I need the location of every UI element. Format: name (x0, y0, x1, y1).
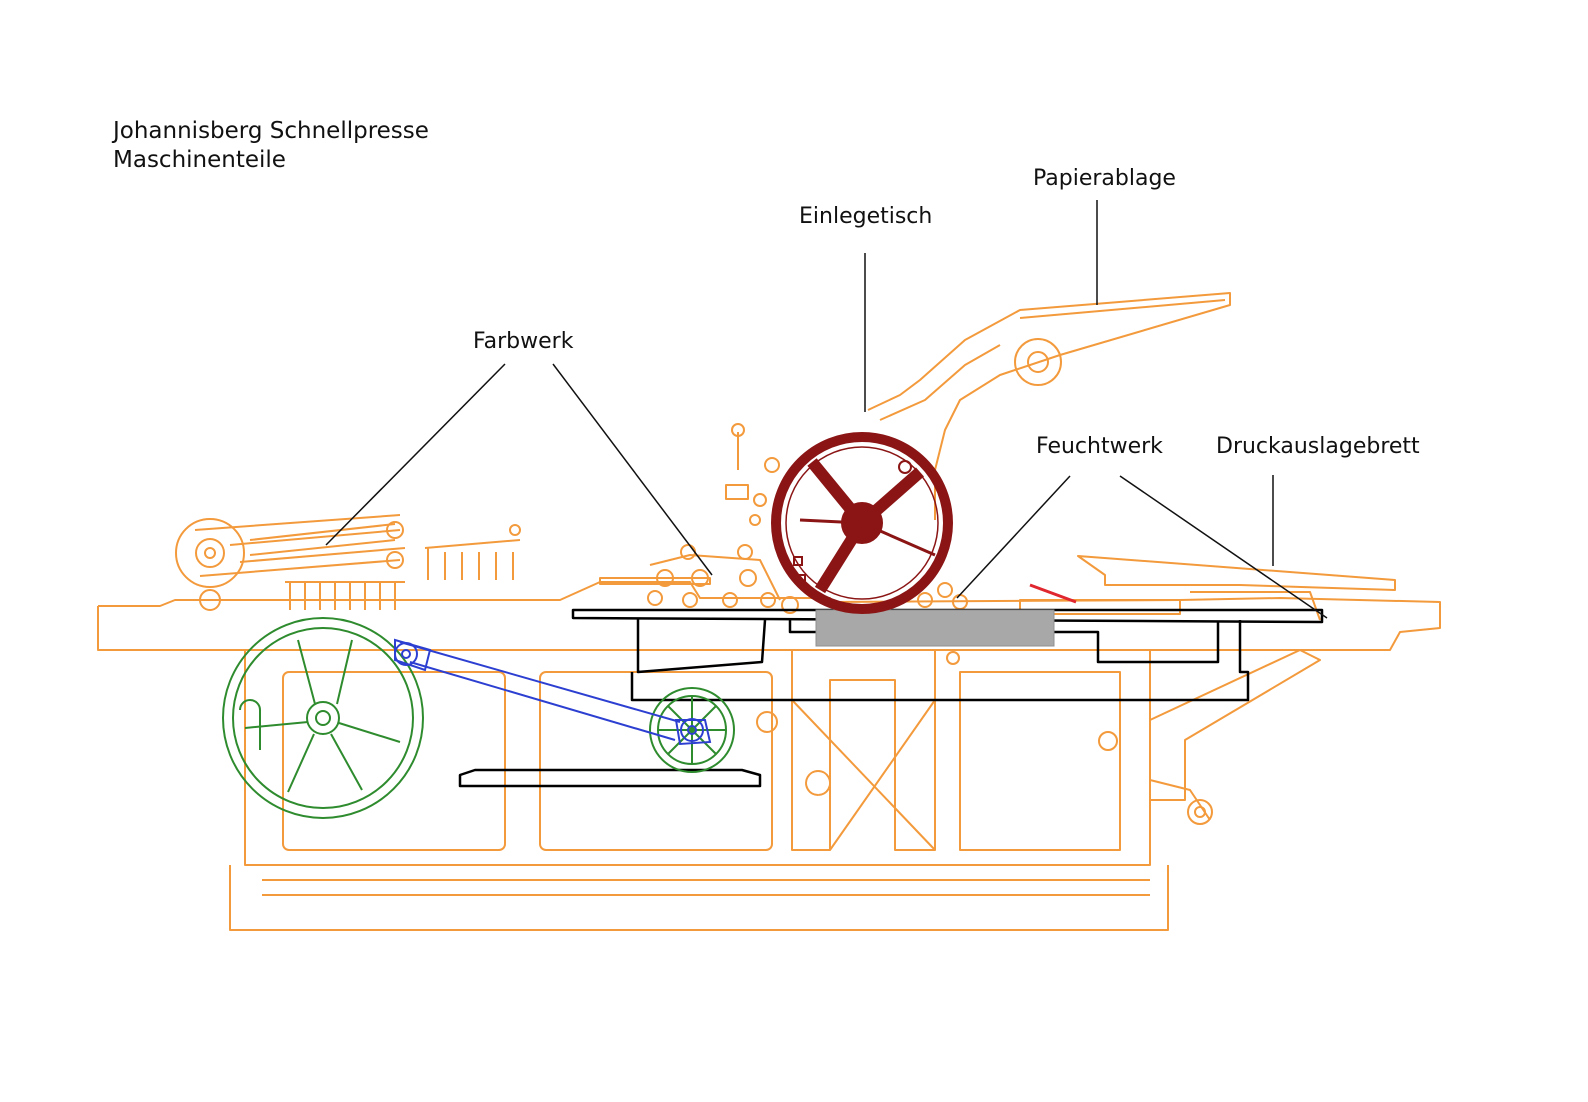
print-forme (815, 609, 1055, 647)
base (229, 865, 1169, 931)
distributor-rollers (647, 544, 799, 614)
panel-2 (539, 671, 773, 851)
carriage-body (636, 618, 1220, 674)
machine-frame (97, 292, 1441, 931)
label-druckauslagebrett: Druckauslagebrett (1216, 434, 1420, 459)
frame-strut-2 (959, 671, 1121, 851)
flywheel-assembly (222, 617, 735, 819)
carriage (458, 608, 1324, 788)
register-marker (1029, 583, 1077, 604)
label-einlegetisch: Einlegetisch (799, 204, 933, 229)
frame-strut-1 (791, 650, 936, 851)
frame-strut-3 (1149, 649, 1321, 801)
carriage-bottom-rail (458, 768, 762, 788)
leader-feuchtwerk (956, 475, 1071, 599)
leader-farbwerk-right (552, 363, 713, 576)
side-frame (244, 650, 1151, 866)
lower-roller (1098, 731, 1118, 751)
label-papierablage: Papierablage (1033, 166, 1176, 191)
right-bracket (1149, 779, 1211, 821)
diagram-subtitle: Maschinenteile (113, 147, 286, 173)
carriage-top-rail (571, 608, 1324, 624)
bracket-wheel (1187, 799, 1213, 825)
label-farbwerk: Farbwerk (473, 329, 574, 354)
carriage-lower (630, 620, 1250, 702)
label-feuchtwerk: Feuchtwerk (1036, 434, 1163, 459)
diagonal-brace (791, 699, 936, 851)
small-gear (649, 687, 735, 773)
ink-fingers-2 (424, 539, 521, 580)
diagram-title: Johannisberg Schnellpresse (113, 118, 429, 144)
leader-farbwerk-left (325, 363, 506, 546)
feed-table-arm (867, 292, 1231, 520)
gripper-post (725, 423, 780, 526)
ink-fingers (285, 581, 405, 610)
arm-wheel (1014, 338, 1062, 386)
flywheel (222, 617, 424, 819)
ink-roller-group (175, 514, 711, 611)
mid-roller (946, 651, 960, 665)
ink-drum (175, 518, 245, 588)
leader-druckausl-1 (1119, 475, 1328, 619)
impression-cylinder (771, 432, 953, 614)
leader-lines (325, 200, 1328, 619)
panel-1 (282, 671, 506, 851)
connecting-rod (394, 638, 712, 746)
